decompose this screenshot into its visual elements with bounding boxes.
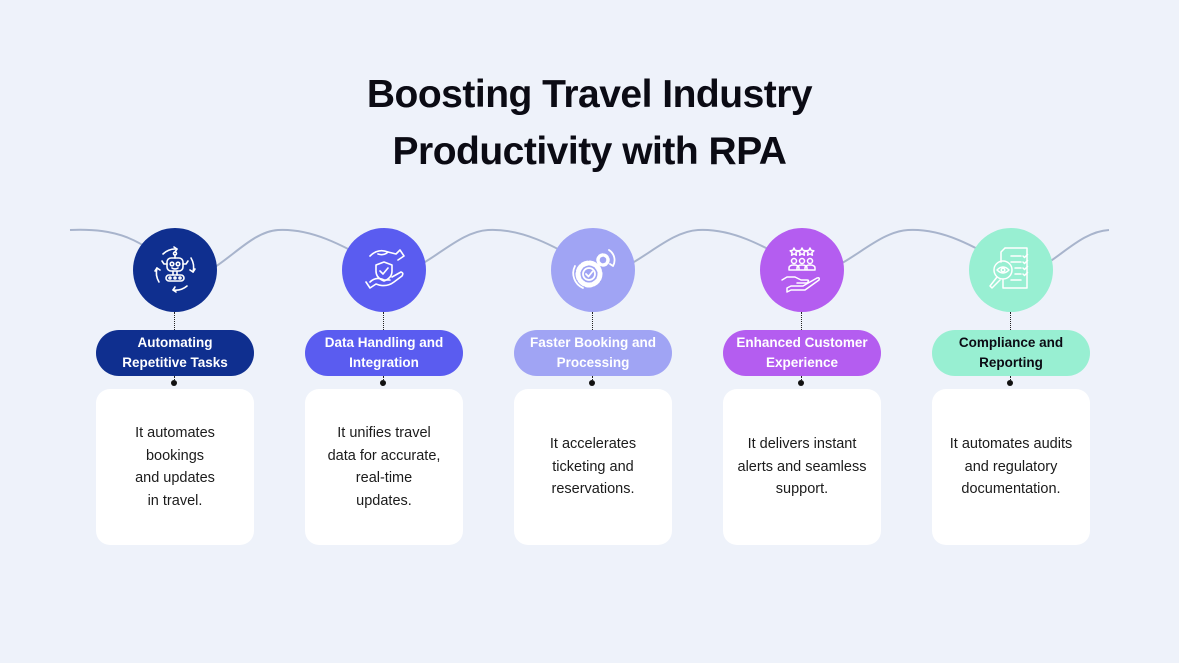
connector-line: [592, 376, 593, 382]
connector-dot: [171, 380, 177, 386]
hands-shield-icon: [365, 249, 405, 289]
connector-line: [174, 376, 175, 382]
robot-automation-icon: [154, 246, 196, 293]
step-icon-circle: [133, 228, 217, 312]
connector-line: [801, 312, 802, 330]
connector-line: [383, 376, 384, 382]
connector-line: [383, 312, 384, 330]
step-description-card: It accelerates ticketing and reservation…: [514, 389, 672, 545]
step-heading: Automating Repetitive Tasks: [96, 330, 254, 376]
step-icon-circle: [342, 228, 426, 312]
page-title: Boosting Travel Industry Productivity wi…: [0, 66, 1179, 180]
connector-dot: [380, 380, 386, 386]
step-heading: Compliance and Reporting: [932, 330, 1090, 376]
connector-line: [1010, 312, 1011, 330]
step-description-card: It unifies travel data for accurate, rea…: [305, 389, 463, 545]
connector-line: [801, 376, 802, 382]
step-description-card: It automates audits and regulatory docum…: [932, 389, 1090, 545]
step-description-card: It delivers instant alerts and seamless …: [723, 389, 881, 545]
gears-check-icon: [572, 249, 616, 289]
connector-line: [592, 312, 593, 330]
customer-rating-icon: [781, 247, 820, 293]
title-line-1: Boosting Travel Industry: [366, 73, 813, 116]
connector-line: [174, 312, 175, 330]
document-audit-icon: [989, 247, 1029, 289]
step-icon-circle: [551, 228, 635, 312]
step-icon-circle: [760, 228, 844, 312]
step-heading: Enhanced Customer Experience: [723, 330, 881, 376]
connector-dot: [1007, 380, 1013, 386]
step-heading: Data Handling and Integration: [305, 330, 463, 376]
title-line-2: Productivity with RPA: [392, 130, 787, 173]
step-heading: Faster Booking and Processing: [514, 330, 672, 376]
step-description-card: It automates bookings and updates in tra…: [96, 389, 254, 545]
step-icon-circle: [969, 228, 1053, 312]
connector-line: [1010, 376, 1011, 382]
connector-dot: [589, 380, 595, 386]
connector-dot: [798, 380, 804, 386]
